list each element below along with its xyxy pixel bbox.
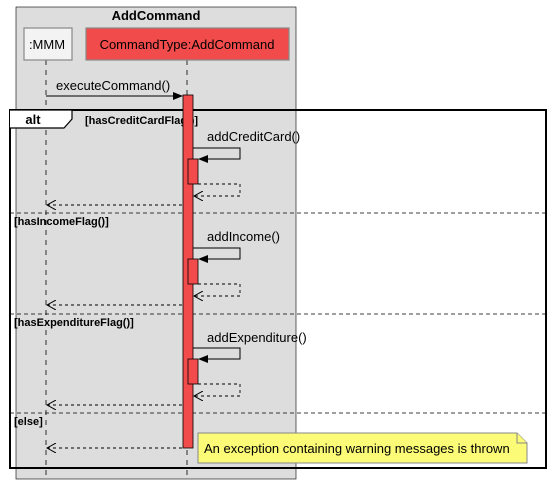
participant-mmm[interactable]: :MMM — [23, 27, 73, 61]
guard-else: [else] — [14, 416, 43, 428]
box-title: AddCommand — [112, 8, 201, 23]
guard-income: [hasIncomeFlag()] — [14, 216, 109, 228]
message-execute-command: executeCommand() — [46, 78, 183, 100]
participant-addcommand[interactable]: CommandType:AddCommand — [85, 27, 290, 61]
message-add-credit-card: addCreditCard() — [47, 129, 300, 205]
message-add-income: addIncome() — [47, 229, 280, 305]
alt-label: alt — [25, 112, 41, 127]
note-exception: An exception containing warning messages… — [197, 432, 528, 464]
message-add-credit-card-label: addCreditCard() — [207, 129, 300, 144]
activation-bar-credit-card — [187, 158, 199, 185]
guard-credit-card: [hasCreditCardFlag()] — [85, 115, 198, 127]
participant-mmm-label: :MMM — [29, 37, 65, 52]
participant-addcommand-label: CommandType:AddCommand — [100, 37, 275, 52]
activation-bar-income — [187, 258, 199, 285]
message-add-expenditure-label: addExpenditure() — [207, 330, 307, 345]
message-execute-label: executeCommand() — [56, 78, 170, 93]
message-add-income-label: addIncome() — [207, 229, 280, 244]
message-add-expenditure: addExpenditure() — [47, 330, 307, 405]
guard-expenditure: [hasExpenditureFlag()] — [14, 317, 134, 329]
participant-box-group: AddCommand — [15, 6, 297, 480]
box-background — [15, 6, 297, 480]
alt-fragment: alt [hasCreditCardFlag()] [hasIncomeFlag… — [9, 109, 547, 469]
note-text: An exception containing warning messages… — [204, 441, 510, 456]
activation-bar-expenditure — [187, 358, 199, 385]
